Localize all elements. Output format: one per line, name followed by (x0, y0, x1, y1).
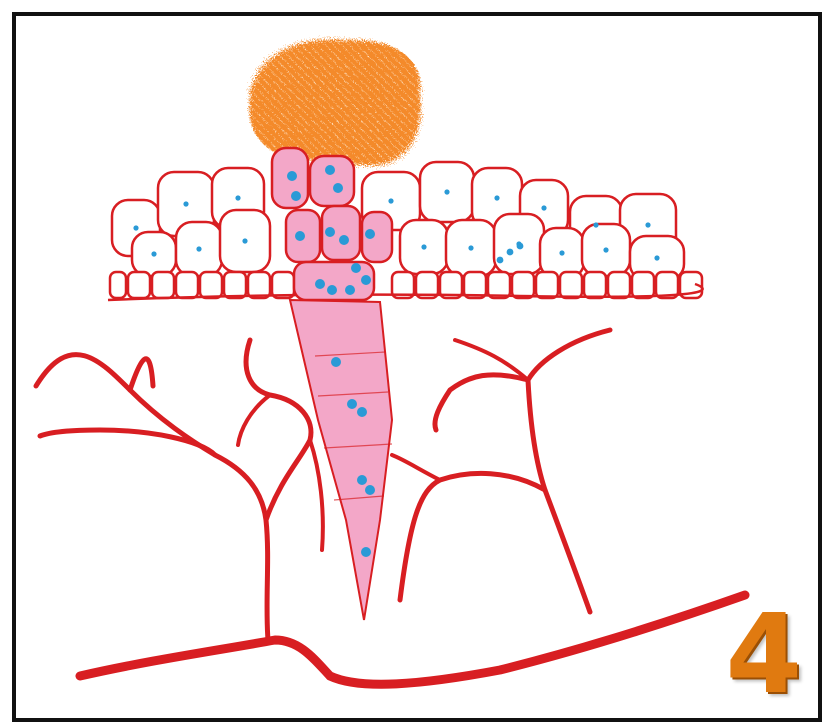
panel-label: 4 (725, 599, 802, 709)
